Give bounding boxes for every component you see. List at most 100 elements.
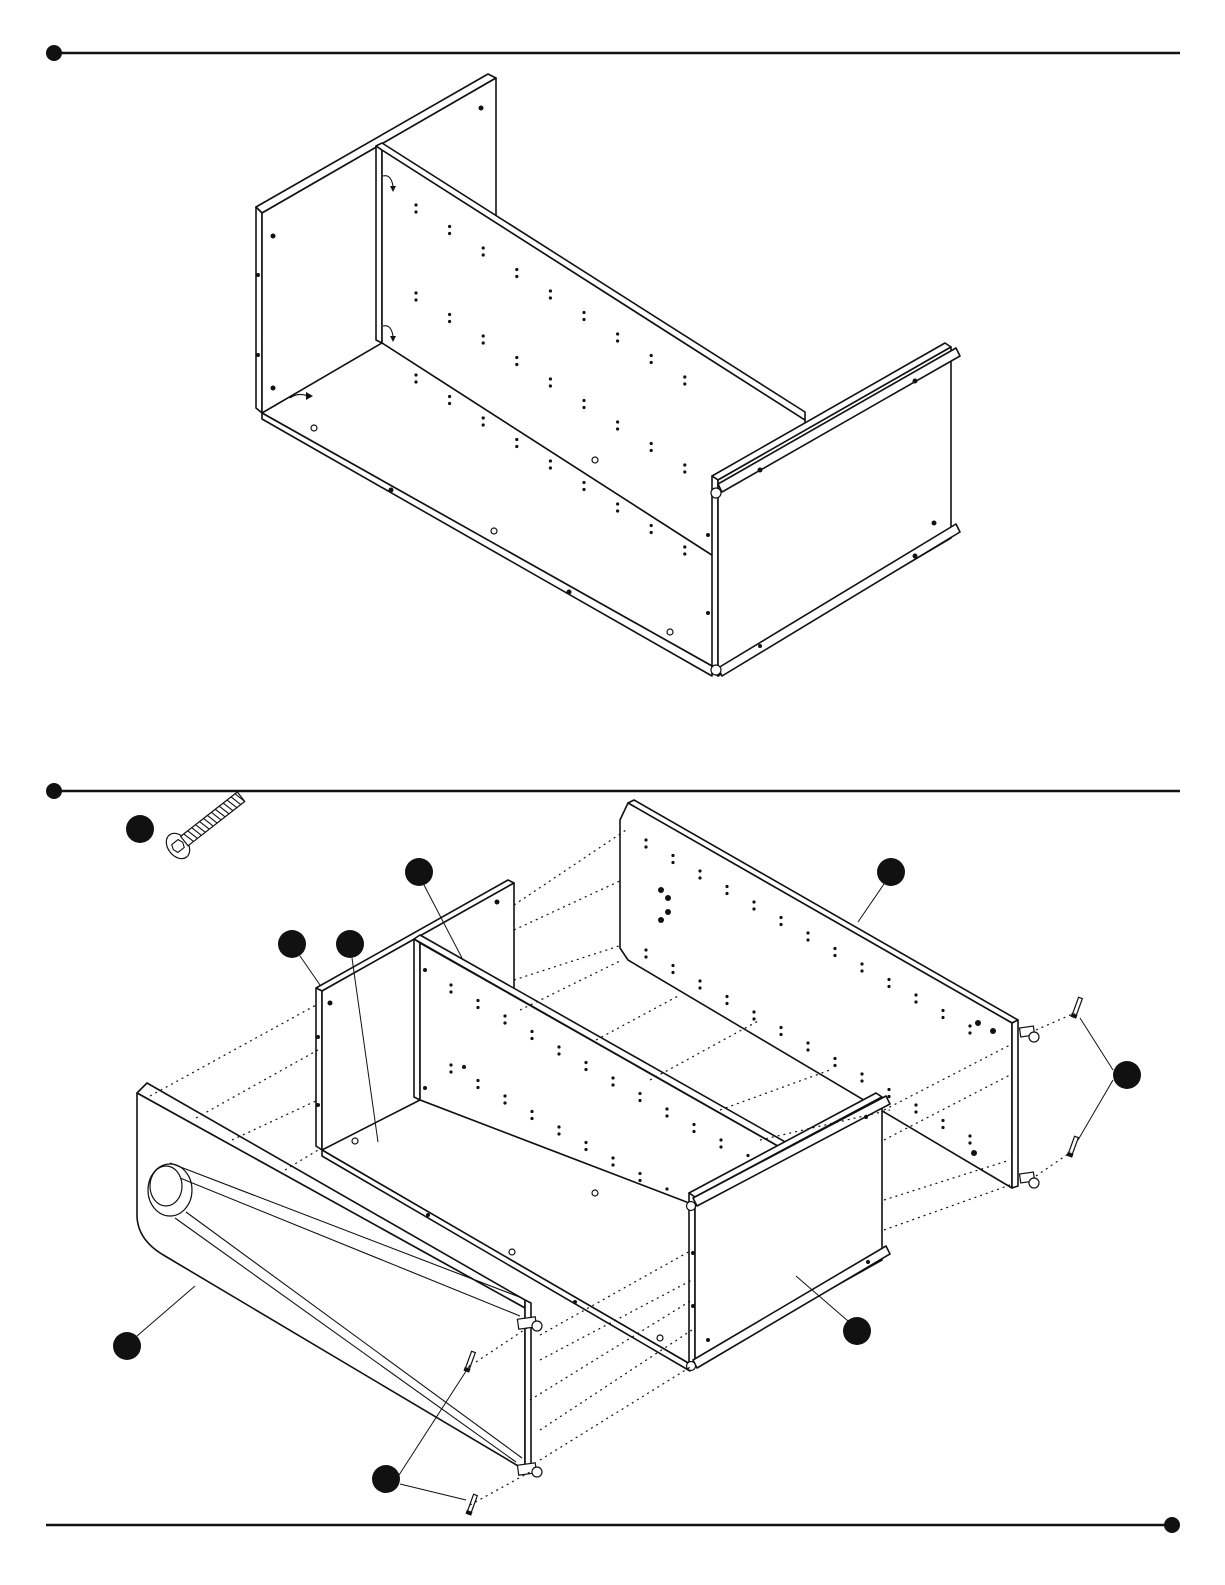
hole xyxy=(650,354,653,357)
hole xyxy=(941,1016,944,1019)
hole xyxy=(650,531,653,534)
rear-panel-side xyxy=(414,939,420,1100)
hole xyxy=(752,907,755,910)
hole xyxy=(671,971,674,974)
hole xyxy=(449,1063,452,1066)
hole xyxy=(968,1141,971,1144)
hole xyxy=(968,1024,971,1027)
hole xyxy=(476,1006,479,1009)
step-a-header xyxy=(46,45,1180,61)
hole xyxy=(692,1130,695,1133)
callout-right-end-panel xyxy=(843,1317,871,1345)
hole xyxy=(611,1156,614,1159)
alignment-line xyxy=(514,880,622,930)
hole xyxy=(887,1095,890,1098)
hole xyxy=(414,298,417,301)
hole xyxy=(616,339,619,342)
hole xyxy=(671,964,674,967)
hole xyxy=(860,1079,863,1082)
hole xyxy=(530,1030,533,1033)
hole xyxy=(665,1114,668,1117)
hole xyxy=(515,268,518,271)
hole xyxy=(941,1009,944,1012)
hole xyxy=(650,442,653,445)
hole xyxy=(650,449,653,452)
page-footer xyxy=(46,1517,1180,1533)
hole xyxy=(752,1017,755,1020)
hole xyxy=(515,445,518,448)
hole xyxy=(725,1002,728,1005)
hole xyxy=(515,438,518,441)
hole xyxy=(719,1138,722,1141)
hole xyxy=(530,1037,533,1040)
hole xyxy=(683,382,686,385)
screw-icon xyxy=(1066,1136,1079,1158)
alignment-line xyxy=(596,995,680,1040)
hole xyxy=(683,375,686,378)
hole xyxy=(530,1117,533,1120)
hole xyxy=(582,406,585,409)
hole xyxy=(719,1145,722,1148)
hole xyxy=(449,990,452,993)
hole xyxy=(725,885,728,888)
hole xyxy=(671,854,674,857)
hole xyxy=(611,1163,614,1166)
hole xyxy=(698,986,701,989)
alignment-line xyxy=(150,1004,318,1096)
hole xyxy=(482,341,485,344)
bolt-hardware xyxy=(126,786,250,863)
left-panel-front-edge xyxy=(256,207,262,413)
hole xyxy=(582,318,585,321)
hole xyxy=(549,459,552,462)
hole xyxy=(448,225,451,228)
back-panel-side-edge xyxy=(1012,1020,1018,1188)
alignment-line xyxy=(1036,1013,1075,1030)
hole xyxy=(549,466,552,469)
back-panel-edge xyxy=(376,146,382,343)
hole xyxy=(683,470,686,473)
hole xyxy=(779,1033,782,1036)
hole xyxy=(692,1123,695,1126)
hole xyxy=(644,955,647,958)
hole xyxy=(414,203,417,206)
hole xyxy=(638,1172,641,1175)
callout-screws-front xyxy=(372,1465,400,1493)
hole xyxy=(616,332,619,335)
top-rail-end xyxy=(711,488,721,498)
hole xyxy=(779,1026,782,1029)
hole xyxy=(549,289,552,292)
hole xyxy=(650,524,653,527)
hole xyxy=(806,931,809,934)
hole xyxy=(414,210,417,213)
hole xyxy=(448,320,451,323)
hole xyxy=(887,978,890,981)
hole xyxy=(725,995,728,998)
hole xyxy=(914,1103,917,1106)
bottom-rail-end xyxy=(711,665,721,675)
hole xyxy=(644,845,647,848)
hole xyxy=(448,313,451,316)
hole xyxy=(515,275,518,278)
hole xyxy=(752,900,755,903)
hole xyxy=(698,869,701,872)
hole xyxy=(833,1064,836,1067)
right-end-front-edge xyxy=(689,1193,695,1365)
right-panel-front-edge xyxy=(712,476,718,676)
hole xyxy=(725,892,728,895)
hole xyxy=(549,384,552,387)
hole xyxy=(557,1132,560,1135)
bolt-icon xyxy=(162,786,250,863)
hole xyxy=(833,947,836,950)
hole xyxy=(503,1014,506,1017)
hole xyxy=(414,373,417,376)
hole xyxy=(530,1110,533,1113)
hole xyxy=(582,399,585,402)
footer-marker-dot xyxy=(1164,1517,1180,1533)
hole xyxy=(557,1045,560,1048)
step-a-carcass xyxy=(256,74,960,676)
hole xyxy=(779,916,782,919)
hole xyxy=(611,1076,614,1079)
hole xyxy=(482,246,485,249)
